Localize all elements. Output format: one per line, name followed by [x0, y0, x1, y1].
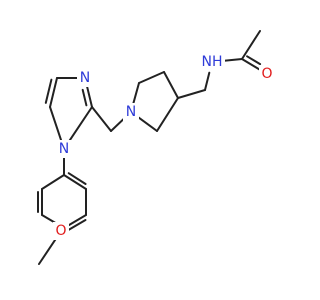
molecule-structure-diagram: NH O N N N O: [0, 0, 300, 300]
bond-pyr-n-link: [110, 116, 127, 132]
pyrrolidine-n-label: N: [126, 104, 136, 120]
bond-pyr-c5-n: [132, 82, 140, 106]
imidazole-n3-label: N: [80, 70, 90, 86]
pyrrolidine-n-label-bg: [123, 103, 139, 121]
bond-pyr-c3-c4: [163, 71, 179, 99]
bond-imi-c4-c5: [49, 77, 58, 108]
bond-ph-c3-c4-double: [67, 219, 87, 231]
methoxy-o-label-group: O: [53, 222, 69, 240]
amide-nh-label-group: NH: [199, 53, 225, 71]
bond-imi-c5-n1: [49, 106, 63, 143]
bond-imi-c4-c5-double: [44, 78, 53, 104]
imidazole-n1-label-bg: [56, 140, 72, 158]
amide-nh-label-bg: [199, 53, 225, 71]
methoxy-o-label-bg: [53, 222, 69, 240]
bond-nh-ch2: [204, 71, 211, 91]
bond-ph-c1-c2: [63, 174, 87, 190]
bond-methoxy-o-c: [38, 236, 58, 265]
imidazole-n1-label: N: [59, 141, 69, 157]
bond-carbonyl-o-c-1: [241, 58, 262, 71]
bond-link-imidazole: [91, 106, 112, 132]
carbonyl-o-label: O: [261, 66, 272, 82]
bond-layer: [37, 30, 262, 265]
bond-pyr-c2-c3: [156, 97, 179, 132]
bond-pyr-n-c2: [136, 115, 158, 132]
imidazole-n3-label-bg: [77, 69, 93, 87]
carbonyl-o-label-group: O: [259, 65, 275, 83]
methoxy-o-label: O: [55, 223, 66, 239]
atom-label-layer: NH O N N N O: [53, 53, 275, 240]
bond-imi-c2-n3: [85, 84, 93, 108]
bond-ch2-pyrrolidine: [177, 89, 206, 99]
pyrrolidine-n-label-group: N: [123, 103, 139, 121]
bond-carbonyl-nh: [221, 58, 243, 62]
bond-imi-c2-n3-double: [81, 88, 88, 107]
bond-pyr-c4-c5: [138, 71, 165, 84]
bond-ph-c6-c1: [41, 174, 65, 190]
bond-carbonyl-o-c-2: [246, 55, 262, 66]
diagram-background: [0, 0, 300, 300]
imidazole-n3-label-group: N: [77, 69, 93, 87]
bond-carbonyl-methyl: [241, 30, 261, 60]
amide-nh-label: NH: [202, 54, 223, 70]
carbonyl-o-label-bg: [259, 65, 275, 83]
bond-imi-n1-c2: [67, 106, 93, 144]
imidazole-n1-label-group: N: [56, 140, 72, 158]
bond-ph-c1-c2-double: [67, 172, 87, 185]
